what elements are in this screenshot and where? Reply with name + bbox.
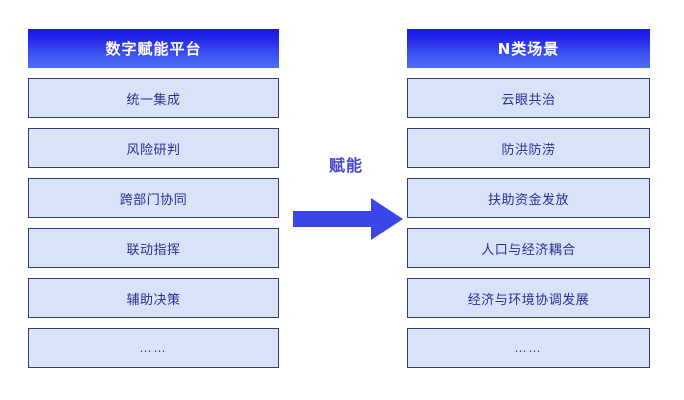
left-item-decision-support[interactable]: 辅助决策 (28, 278, 279, 318)
left-item-cross-department-collaboration[interactable]: 跨部门协同 (28, 178, 279, 218)
left-item-unified-integration[interactable]: 统一集成 (28, 78, 279, 118)
right-item-economy-environment-development[interactable]: 经济与环境协调发展 (407, 278, 650, 318)
connector-label: 赋能 (328, 156, 363, 175)
left-column-header: 数字赋能平台 (28, 29, 279, 68)
right-column-header: N类场景 (407, 29, 650, 68)
left-item-risk-assessment[interactable]: 风险研判 (28, 128, 279, 168)
right-item-flood-control[interactable]: 防洪防涝 (407, 128, 650, 168)
right-item-population-economy-coupling[interactable]: 人口与经济耦合 (407, 228, 650, 268)
left-item-more-ellipsis[interactable]: …… (28, 328, 279, 368)
right-item-subsidy-distribution[interactable]: 扶助资金发放 (407, 178, 650, 218)
right-arrow-icon (293, 198, 403, 240)
left-item-linked-command[interactable]: 联动指挥 (28, 228, 279, 268)
digital-enablement-platform-column: 数字赋能平台 统一集成 风险研判 跨部门协同 联动指挥 辅助决策 …… (28, 29, 279, 368)
connector-group: 赋能 (288, 152, 406, 244)
right-item-more-ellipsis[interactable]: …… (407, 328, 650, 368)
n-scenarios-column: N类场景 云眼共治 防洪防涝 扶助资金发放 人口与经济耦合 经济与环境协调发展 … (407, 29, 650, 368)
right-item-cloud-eye-governance[interactable]: 云眼共治 (407, 78, 650, 118)
